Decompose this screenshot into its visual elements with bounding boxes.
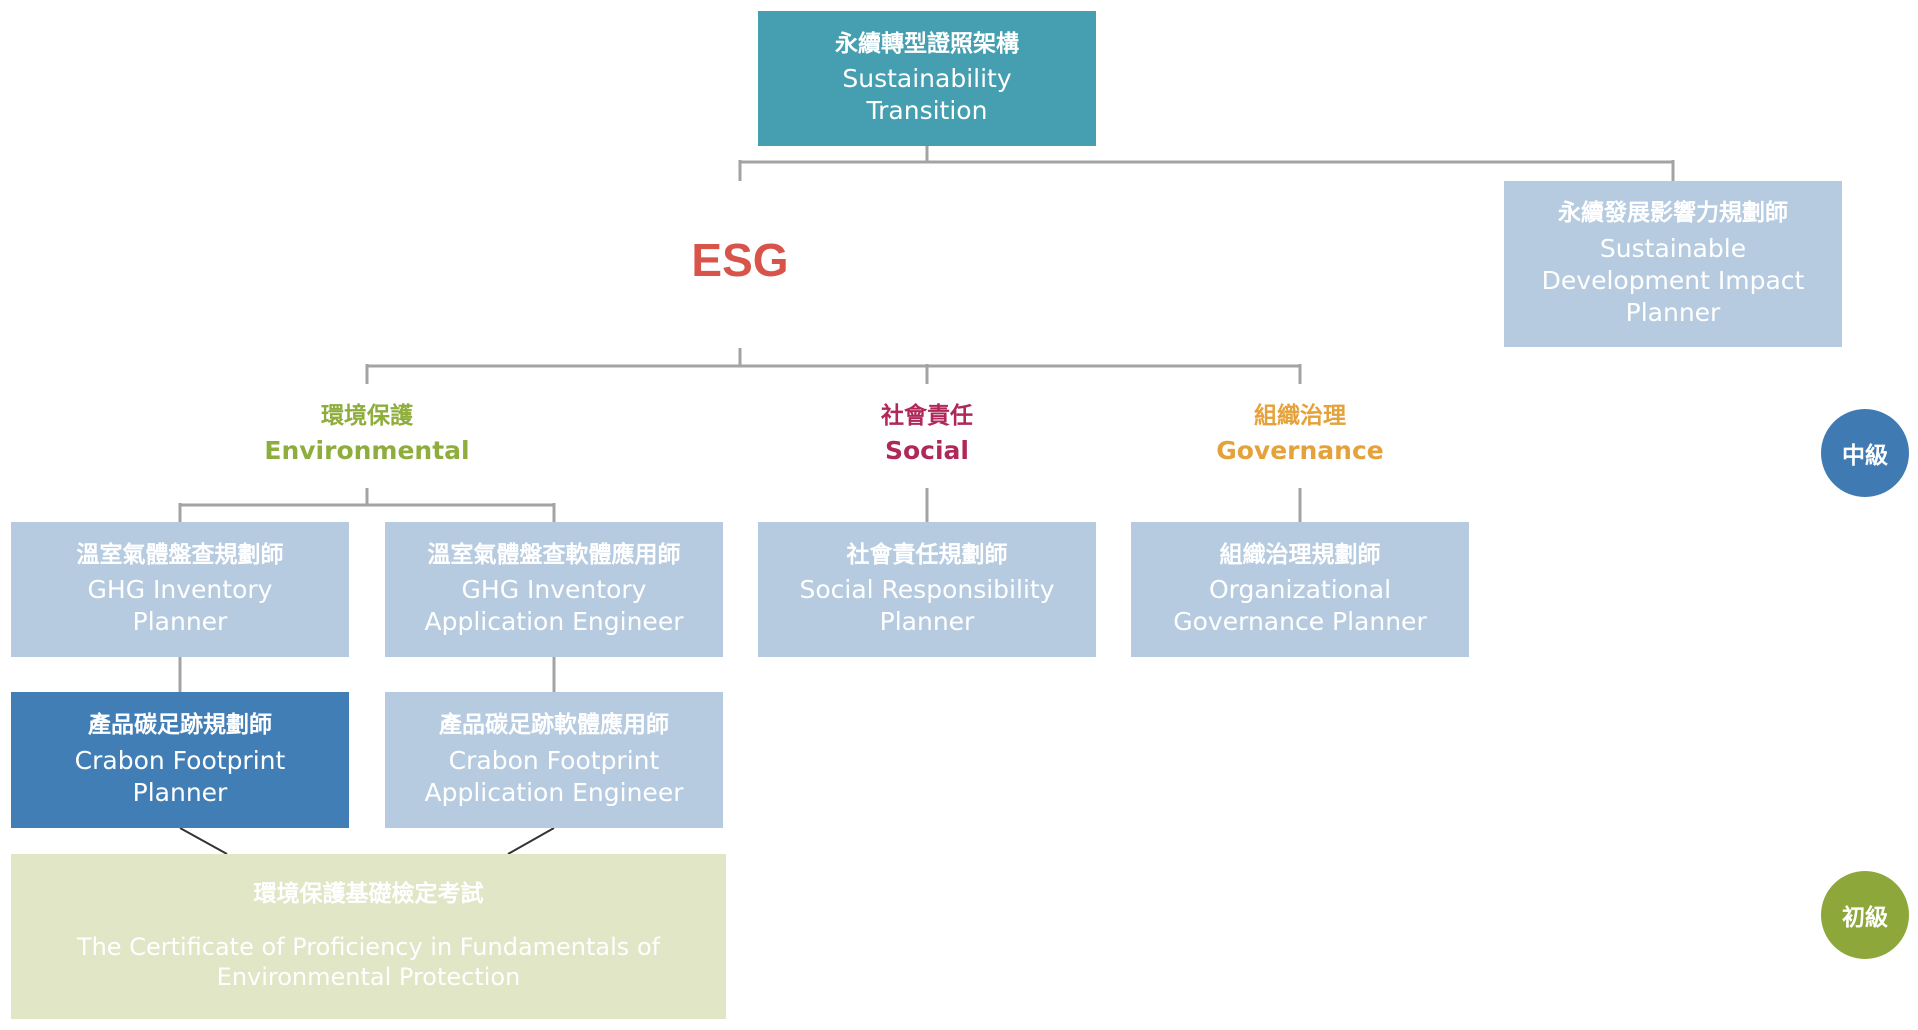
category-governance-zh: 組織治理	[1254, 403, 1346, 429]
category-governance-en: Governance	[1216, 436, 1384, 466]
ghg-engineer-title-zh: 溫室氣體盤查軟體應用師	[427, 541, 681, 568]
impact-planner-title-en: Sustainable Development Impact Planner	[1541, 233, 1805, 327]
root-node-title-zh: 永續轉型證照架構	[835, 30, 1019, 57]
ghg-inventory-engineer-box: 溫室氣體盤查軟體應用師 GHG Inventory Application En…	[385, 522, 723, 657]
governance-planner-title-en: Organizational Governance Planner	[1173, 575, 1427, 637]
carbon-engineer-title-en: Crabon Footprint Application Engineer	[424, 745, 684, 807]
category-environmental-en: Environmental	[264, 436, 470, 466]
carbon-footprint-engineer-box: 產品碳足跡軟體應用師 Crabon Footprint Application …	[385, 692, 723, 828]
social-planner-title-zh: 社會責任規劃師	[846, 541, 1008, 568]
governance-planner-title-zh: 組織治理規劃師	[1219, 541, 1381, 568]
ghg-inventory-planner-box: 溫室氣體盤查規劃師 GHG Inventory Planner	[11, 522, 349, 657]
category-governance: 組織治理 Governance	[1180, 400, 1420, 470]
ghg-engineer-title-en: GHG Inventory Application Engineer	[424, 575, 684, 637]
category-social: 社會責任 Social	[807, 400, 1047, 470]
root-node-sustainability-transition: 永續轉型證照架構 Sustainability Transition	[758, 11, 1096, 146]
category-social-en: Social	[884, 436, 969, 466]
carbon-engineer-title-zh: 產品碳足跡軟體應用師	[439, 712, 669, 739]
fundamentals-title-zh: 環境保護基礎檢定考試	[253, 881, 484, 908]
carbon-footprint-planner-box: 產品碳足跡規劃師 Crabon Footprint Planner	[11, 692, 349, 828]
social-planner-title-en: Social Responsibility Planner	[799, 575, 1055, 637]
environmental-fundamentals-exam-box: 環境保護基礎檢定考試 The Certificate of Proficienc…	[11, 854, 726, 1019]
social-responsibility-planner-box: 社會責任規劃師 Social Responsibility Planner	[758, 522, 1096, 657]
level-badge-entry: 初級	[1821, 871, 1909, 959]
category-social-zh: 社會責任	[881, 403, 973, 429]
esg-label: ESG	[691, 234, 789, 286]
ghg-planner-title-zh: 溫室氣體盤查規劃師	[76, 541, 284, 568]
category-environmental: 環境保護 Environmental	[247, 400, 487, 470]
organizational-governance-planner-box: 組織治理規劃師 Organizational Governance Planne…	[1131, 522, 1469, 657]
carbon-planner-title-zh: 產品碳足跡規劃師	[88, 712, 272, 739]
impact-planner-title-zh: 永續發展影響力規劃師	[1558, 200, 1788, 227]
ghg-planner-title-en: GHG Inventory Planner	[87, 575, 273, 637]
category-environmental-zh: 環境保護	[321, 403, 413, 429]
sustainable-development-impact-planner-box: 永續發展影響力規劃師 Sustainable Development Impac…	[1504, 181, 1842, 347]
level-badge-intermediate: 中級	[1821, 409, 1909, 497]
carbon-planner-title-en: Crabon Footprint Planner	[74, 745, 286, 807]
fundamentals-title-en: The Certificate of Proficiency in Fundam…	[76, 932, 661, 992]
root-node-title-en: Sustainability Transition	[842, 64, 1012, 126]
